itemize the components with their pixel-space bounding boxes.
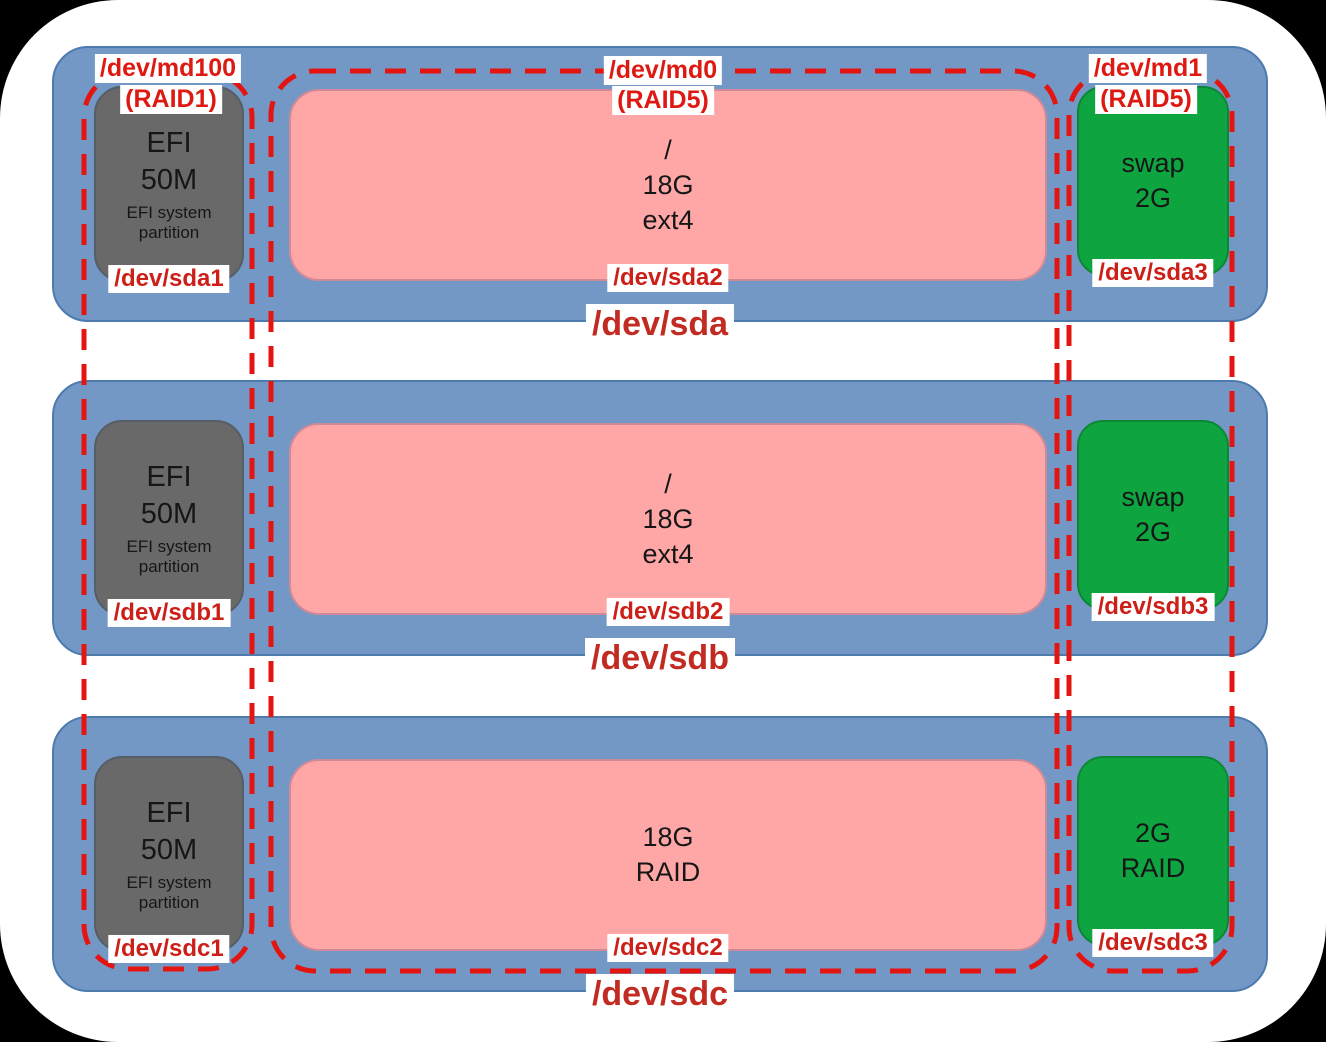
device-label-sda1: /dev/sda1 bbox=[108, 265, 230, 293]
partition-size: 2G bbox=[1134, 818, 1172, 848]
raid-level-label-md1: (RAID5) bbox=[1095, 85, 1197, 114]
device-label-sda: /dev/sda bbox=[585, 304, 735, 344]
filesystem: ext4 bbox=[642, 204, 694, 235]
partition-label: swap bbox=[1121, 148, 1185, 178]
partition-size: 18G bbox=[642, 503, 694, 534]
partition-sdc2: 18G RAID /dev/sdc2 bbox=[289, 759, 1047, 962]
device-label-md0: /dev/md0 bbox=[603, 56, 723, 85]
device-label-sdc3: /dev/sdc3 bbox=[1092, 929, 1214, 957]
partition-sda3: swap 2G /dev/sda3 bbox=[1077, 86, 1229, 287]
mount-point: / bbox=[664, 468, 672, 499]
partition-label: EFI bbox=[146, 127, 192, 159]
partition-size: 50M bbox=[140, 834, 198, 866]
partition-sda1: EFI 50M EFI system partition /dev/sda1 bbox=[94, 86, 244, 293]
partition-size: 50M bbox=[140, 498, 198, 530]
partition-sda2: / 18G ext4 /dev/sda2 bbox=[289, 89, 1047, 292]
device-label-sdb3: /dev/sdb3 bbox=[1091, 593, 1215, 621]
partition-sdc1: EFI 50M EFI system partition /dev/sdc1 bbox=[94, 756, 244, 963]
partition-size: 50M bbox=[140, 164, 198, 196]
mount-point: / bbox=[664, 134, 672, 165]
device-label-sdb2: /dev/sdb2 bbox=[606, 598, 730, 626]
partition-use: RAID bbox=[1120, 853, 1186, 883]
device-label-sdc1: /dev/sdc1 bbox=[108, 935, 230, 963]
device-label-sda2: /dev/sda2 bbox=[607, 264, 729, 292]
filesystem: ext4 bbox=[642, 538, 694, 569]
raid-level-label-md100: (RAID1) bbox=[120, 85, 222, 114]
partition-type: EFI system partition bbox=[126, 873, 212, 912]
device-label-sdc: /dev/sdc bbox=[585, 974, 735, 1014]
partition-sdb3: swap 2G /dev/sdb3 bbox=[1077, 420, 1229, 621]
partition-sdb2: / 18G ext4 /dev/sdb2 bbox=[289, 423, 1047, 626]
disk-sdb: EFI 50M EFI system partition /dev/sdb1 /… bbox=[52, 380, 1268, 678]
partition-size: 18G bbox=[642, 822, 694, 852]
partition-size: 18G bbox=[642, 169, 694, 200]
device-label-md1: /dev/md1 bbox=[1088, 54, 1208, 83]
device-label-sdb1: /dev/sdb1 bbox=[107, 599, 231, 627]
device-label-sdc2: /dev/sdc2 bbox=[607, 934, 729, 962]
partition-sdb1: EFI 50M EFI system partition /dev/sdb1 bbox=[94, 420, 244, 627]
partition-label: swap bbox=[1121, 482, 1185, 512]
device-label-sda3: /dev/sda3 bbox=[1092, 259, 1214, 287]
device-label-md100: /dev/md100 bbox=[94, 54, 242, 83]
partition-type: EFI system partition bbox=[126, 203, 212, 242]
raid-level-label-md0: (RAID5) bbox=[612, 86, 714, 115]
partition-size: 2G bbox=[1134, 183, 1172, 213]
partition-label: EFI bbox=[146, 797, 192, 829]
partition-type: EFI system partition bbox=[126, 537, 212, 576]
partition-use: RAID bbox=[635, 857, 701, 887]
partition-label: EFI bbox=[146, 461, 192, 493]
disk-sdc: EFI 50M EFI system partition /dev/sdc1 1… bbox=[52, 716, 1268, 1014]
partition-size: 2G bbox=[1134, 517, 1172, 547]
device-label-sdb: /dev/sdb bbox=[585, 638, 735, 678]
partition-sdc3: 2G RAID /dev/sdc3 bbox=[1077, 756, 1229, 957]
